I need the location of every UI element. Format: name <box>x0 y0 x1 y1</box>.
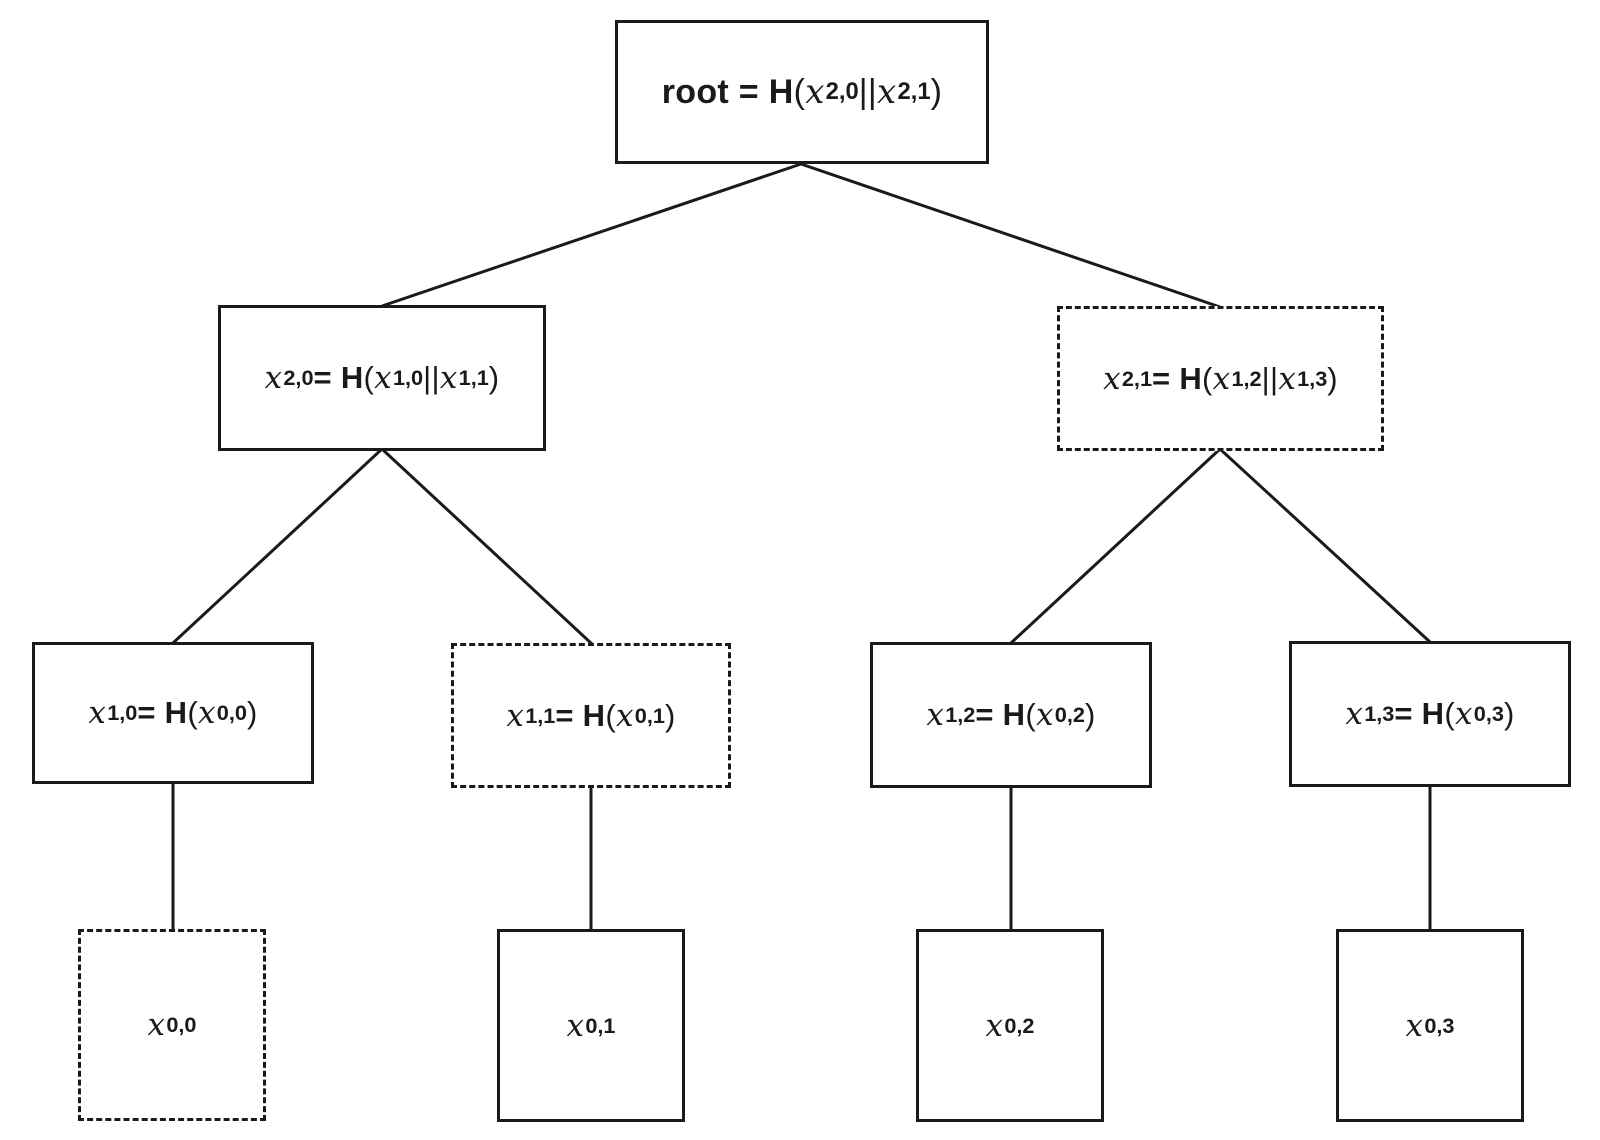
formula-segment: x <box>1036 697 1054 733</box>
formula-segment: x <box>506 697 525 734</box>
formula-segment: 0,1 <box>585 1012 616 1038</box>
formula-segment: x <box>147 1007 166 1043</box>
formula-segment: 0,0 <box>166 1012 197 1037</box>
formula-segment: 1,3 <box>1297 365 1328 391</box>
formula-segment: ( <box>1444 696 1455 731</box>
edge-root-x21 <box>800 162 1221 309</box>
formula-segment: x <box>926 697 945 733</box>
formula-segment: = H <box>975 697 1026 732</box>
formula-segment: x <box>1455 696 1473 732</box>
edge-x20-x10 <box>171 447 384 645</box>
formula-segment: 0,2 <box>1054 702 1085 727</box>
formula-segment: ) <box>930 72 943 111</box>
formula-segment: 2,1 <box>1121 365 1153 391</box>
formula-segment: x <box>264 360 283 396</box>
formula-segment: 1,3 <box>1364 701 1395 726</box>
formula-segment: || <box>1261 360 1279 396</box>
formula-segment: 0,0 <box>216 700 247 725</box>
formula-segment: x <box>198 695 216 731</box>
formula-segment: ) <box>488 360 500 395</box>
formula-segment: x <box>566 1007 585 1044</box>
formula-segment: x <box>1345 696 1364 732</box>
formula-segment: ( <box>187 695 198 730</box>
formula-segment: x <box>805 72 825 112</box>
formula-segment: = H <box>1394 696 1445 731</box>
formula-segment: ( <box>363 360 375 395</box>
formula-segment: ( <box>1025 697 1036 732</box>
formula-segment: 2,0 <box>825 78 859 105</box>
formula-segment: = H <box>1152 360 1203 396</box>
formula-segment: 1,1 <box>458 365 489 390</box>
formula-segment: ( <box>1202 360 1213 396</box>
formula-segment: ( <box>605 697 616 733</box>
formula-segment: || <box>858 72 878 111</box>
formula-segment: x <box>985 1007 1004 1044</box>
formula-segment: 1,0 <box>392 365 424 390</box>
edge-x21-x12 <box>1009 447 1222 645</box>
edge-x21-x13 <box>1218 447 1432 644</box>
formula-segment: 2,1 <box>897 78 931 105</box>
formula-segment: = H <box>313 360 364 395</box>
formula-segment: x <box>1103 360 1121 397</box>
formula-segment: 0,1 <box>634 702 665 728</box>
formula-segment: x <box>1212 360 1231 397</box>
formula-segment: root = H <box>661 72 794 111</box>
formula-segment: 1,0 <box>107 700 138 725</box>
formula-segment: 1,2 <box>945 702 976 727</box>
formula-segment: x <box>439 360 458 396</box>
formula-segment: 0,3 <box>1424 1012 1455 1038</box>
formula-segment: || <box>423 360 440 395</box>
formula-segment: 1,1 <box>525 702 556 728</box>
formula-segment: 0,2 <box>1004 1012 1035 1038</box>
formula-segment: ) <box>664 697 676 733</box>
formula-segment: ( <box>793 72 806 111</box>
formula-segment: 2,0 <box>283 365 314 390</box>
formula-segment: x <box>88 695 107 731</box>
formula-segment: 0,3 <box>1473 701 1504 726</box>
formula-segment: = H <box>555 697 606 733</box>
formula-segment: 1,2 <box>1231 365 1262 391</box>
formula-segment: = H <box>137 695 188 730</box>
formula-segment: x <box>1405 1007 1424 1044</box>
formula-segment: ) <box>1327 360 1338 396</box>
formula-segment: ) <box>1084 697 1096 732</box>
edge-root-x20 <box>381 162 802 308</box>
formula-segment: ) <box>246 695 258 730</box>
formula-segment: x <box>374 360 392 396</box>
formula-segment: x <box>1278 360 1297 397</box>
formula-segment: x <box>616 697 634 734</box>
formula-segment: ) <box>1503 696 1515 731</box>
formula-segment: x <box>877 72 897 112</box>
edge-x20-x11 <box>380 447 594 646</box>
